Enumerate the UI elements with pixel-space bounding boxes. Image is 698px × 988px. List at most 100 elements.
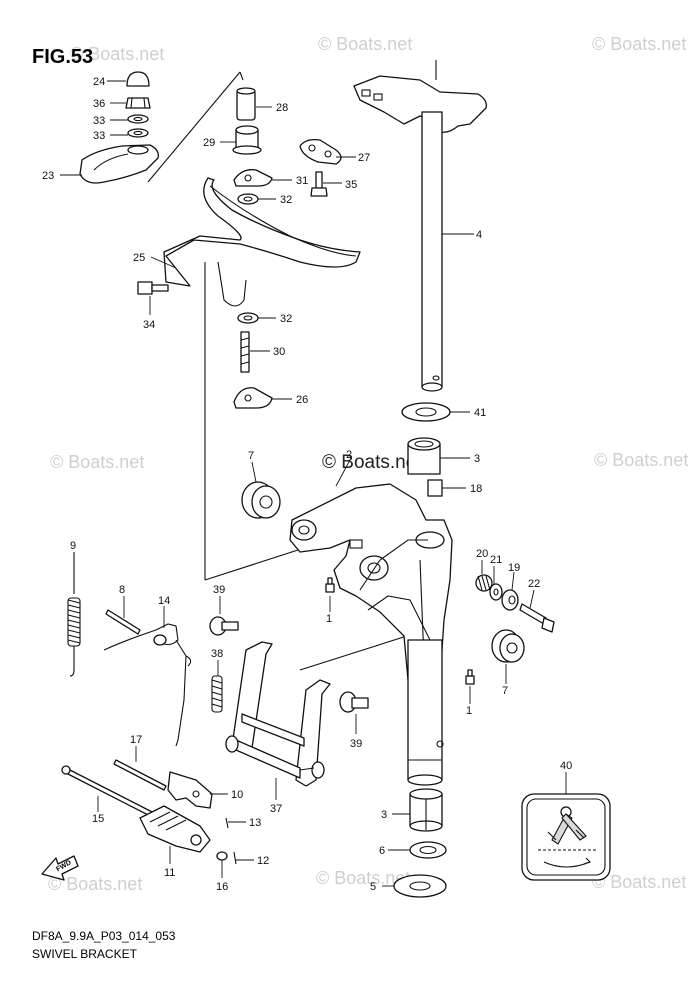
callout-38: 38	[211, 648, 223, 660]
callout-30: 30	[273, 346, 285, 358]
part-31-plate	[233, 169, 273, 187]
part-17-pin	[113, 759, 167, 791]
part-26-plate	[233, 387, 273, 409]
fwd-arrow-icon: FWD	[41, 855, 79, 881]
watermark: © Boats.net	[50, 452, 144, 472]
part-14-lever	[103, 623, 192, 747]
figure-title: FIG.53	[32, 46, 93, 68]
leader-lines-center	[251, 459, 535, 704]
callout-26: 26	[296, 394, 308, 406]
part-12-pin	[233, 851, 237, 865]
callout-3: 3	[474, 453, 480, 465]
part-35-bolt	[310, 171, 328, 197]
callout-32: 32	[280, 313, 292, 325]
callout-1: 1	[326, 613, 332, 625]
callout-17: 17	[130, 734, 142, 746]
callout-22: 22	[528, 578, 540, 590]
part-2-lower-tube	[407, 639, 444, 786]
tilt-warning-icon	[538, 806, 598, 868]
callout-28: 28	[276, 102, 288, 114]
callout-1: 1	[466, 705, 472, 717]
callout-14: 14	[158, 595, 170, 607]
part-36-nut	[125, 97, 151, 109]
part-28-sleeve	[236, 87, 256, 121]
part-6-washer	[409, 841, 447, 859]
callout-9: 9	[70, 540, 76, 552]
callout-19: 19	[508, 562, 520, 574]
part-40-decal	[521, 772, 611, 881]
callout-23: 23	[42, 170, 54, 182]
part-39-bolt-left	[209, 616, 239, 636]
part-8-pin	[105, 609, 141, 635]
callout-12: 12	[257, 855, 269, 867]
callout-24: 24	[93, 76, 105, 88]
part-3-bushing-upper	[407, 437, 441, 475]
part-20-spring	[475, 574, 493, 592]
part-32-washer-upper	[237, 193, 259, 205]
diagram-name: SWIVEL BRACKET	[32, 947, 138, 961]
part-13-pin	[225, 817, 229, 829]
part-2-swivel-bracket	[289, 483, 453, 691]
part-16-washer	[216, 851, 228, 861]
part-23-lever	[79, 144, 159, 184]
callout-32: 32	[280, 194, 292, 206]
part-22-bolt	[519, 603, 555, 633]
callout-36: 36	[93, 98, 105, 110]
leader-lines-top-left	[60, 80, 128, 176]
leader-lines-right-top	[440, 233, 474, 489]
part-32-washer-lower	[237, 312, 259, 324]
callout-39: 39	[350, 738, 362, 750]
part-29-bushing	[232, 125, 262, 155]
watermark-main: © Boats.net	[322, 452, 422, 473]
callout-2: 2	[346, 449, 352, 461]
part-3-bushing-lower	[409, 788, 443, 832]
watermark: © Boats.net	[316, 868, 410, 888]
leader-lines-bottom-left	[97, 746, 254, 878]
callout-33: 33	[93, 115, 105, 127]
callout-15: 15	[92, 813, 104, 825]
callout-25: 25	[133, 252, 145, 264]
part-18-pad	[427, 479, 443, 497]
part-4-shaft	[353, 60, 487, 392]
callout-3: 3	[381, 809, 387, 821]
part-7-cap-upper	[241, 481, 281, 519]
callout-34: 34	[143, 319, 155, 331]
leader-lines-top-middle	[149, 106, 356, 400]
part-19-collar	[501, 589, 519, 611]
part-1-grease-fitting-lower	[465, 669, 475, 685]
part-7-cap-lower	[491, 629, 525, 663]
callout-39: 39	[213, 584, 225, 596]
callout-18: 18	[470, 483, 482, 495]
callout-21: 21	[490, 554, 502, 566]
part-10-bracket	[167, 771, 213, 809]
watermark: © Boats.net	[592, 34, 686, 54]
callout-40: 40	[560, 760, 572, 772]
callout-7: 7	[248, 450, 254, 462]
part-15-rod	[61, 765, 161, 821]
watermark: © Boats.net	[318, 34, 412, 54]
callout-4: 4	[476, 229, 482, 241]
callout-29: 29	[203, 137, 215, 149]
callout-10: 10	[231, 789, 243, 801]
callout-37: 37	[270, 803, 282, 815]
watermark: © Boats.net	[70, 44, 164, 64]
part-24-cap	[126, 71, 150, 87]
part-37-tilt-frame	[225, 641, 331, 787]
watermark: © Boats.net	[48, 874, 142, 894]
callout-16: 16	[216, 881, 228, 893]
callout-13: 13	[249, 817, 261, 829]
watermark: © Boats.net	[592, 872, 686, 892]
diagram-code: DF8A_9.9A_P03_014_053	[32, 929, 176, 943]
callout-8: 8	[119, 584, 125, 596]
leader-lines-bottom-center	[382, 813, 410, 887]
callout-33: 33	[93, 130, 105, 142]
callout-7: 7	[502, 685, 508, 697]
part-41-washer	[401, 402, 451, 422]
leader-lines-left-middle	[73, 552, 165, 628]
part-34-bolt	[137, 281, 169, 295]
part-25-bracket	[163, 177, 361, 307]
callout-11: 11	[164, 867, 175, 879]
part-1-grease-fitting-upper	[325, 577, 335, 593]
part-27-plate	[299, 138, 342, 165]
